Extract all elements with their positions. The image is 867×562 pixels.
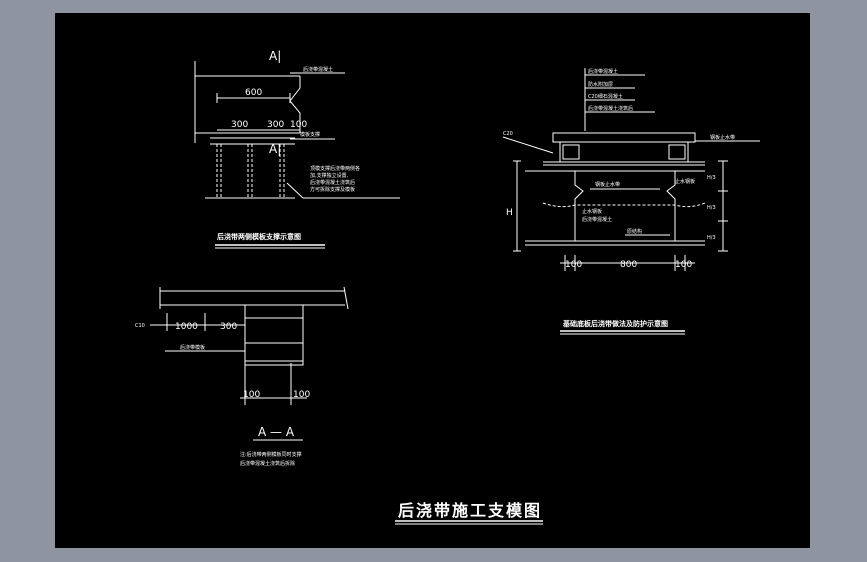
dim-600: 600 [245,88,262,98]
caption-detail1: 后浇带两侧模板支撑示意图 [217,232,301,241]
dim-100: 100 [290,120,307,130]
note-formwork: 后浇带模板 [180,344,205,351]
dim-100-left: 100 [565,260,582,270]
tag-c20: C20 [503,131,513,137]
mid-note-1: 钢板止水带 [595,181,620,188]
note-a: 注:后浇带两侧模板同时支撑 [240,451,302,458]
right-note: 止水钢板 [675,178,695,185]
dim-100-right: 100 [675,260,692,270]
note-top-1: 防水附加层 [588,81,613,88]
note-top-2: C20细石混凝土 [588,93,623,100]
section-mark-bottom: A| [269,142,281,156]
dim-300: 300 [220,322,237,332]
drawing-title: 后浇带施工支模图 [398,501,542,520]
dim-100-b: 100 [293,390,310,400]
note-support: 模板支撑 [300,131,320,138]
drawing-sheet: A| A| 600 300 300 100 [55,13,810,548]
mid-note-4: 原结构 [627,228,642,235]
note-side-4: 方可拆除支撑及模板 [310,186,355,193]
dim-h3-c: H/3 [707,235,716,241]
dim-300-b: 300 [267,120,284,130]
note-b: 后浇带混凝土浇筑后拆除 [240,460,295,467]
note-top-0: 后浇带混凝土 [588,68,618,75]
section-label-a-a: A — A [258,425,295,439]
dim-300-a: 300 [231,120,248,130]
detail-foundation-waterstop: 后浇带混凝土 防水附加层 C20细石混凝土 后浇带混凝土浇筑后 C20 钢板止水… [502,68,760,335]
drawing-title-block: 后浇带施工支模图 [395,501,543,525]
tag-waterstop: 钢板止水带 [710,134,735,141]
caption-detail3: 基础底板后浇带做法及防护示意图 [562,319,668,328]
mid-note-2: 止水钢板 [582,208,602,215]
tag-c10: C10 [135,323,145,329]
note-slab-top: 后浇带混凝土 [303,66,333,73]
section-mark-top: A| [269,49,281,63]
dim-1000: 1000 [175,322,198,332]
dim-100-a: 100 [243,390,260,400]
note-side-3: 后浇带混凝土浇筑后 [310,179,355,186]
detail-slab-support: A| A| 600 300 300 100 [194,49,400,249]
drawing-canvas: A| A| 600 300 300 100 [135,49,760,525]
note-top-3: 后浇带混凝土浇筑后 [588,105,633,112]
dim-H: H [506,208,513,218]
dim-h3-b: H/3 [707,205,716,211]
dim-h3-a: H/3 [707,175,716,181]
note-side-1: 顶模支撑后浇带两侧各 [310,165,360,172]
note-side-2: 加,支撑独立设置, [310,172,349,179]
detail-section-a-a: 1000 300 C10 后浇带模板 100 100 A — A 注:后 [135,286,349,467]
dim-800: 800 [620,260,637,270]
mid-note-3: 后浇带混凝土 [582,216,612,223]
